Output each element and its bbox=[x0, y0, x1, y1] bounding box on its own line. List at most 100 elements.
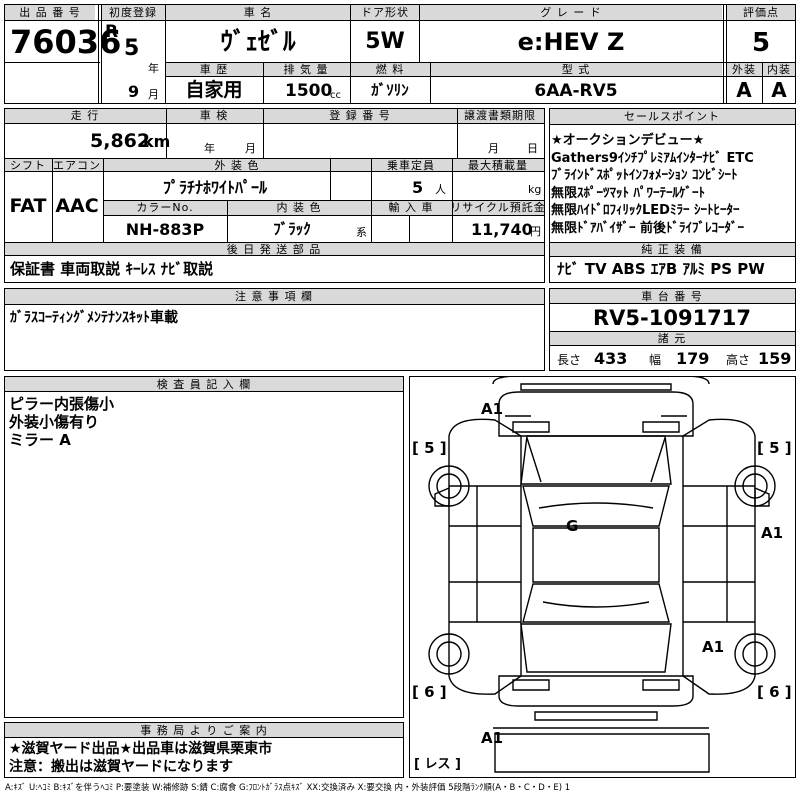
length-label: 長さ bbox=[557, 353, 582, 367]
car-diagram bbox=[428, 376, 776, 773]
notes-box bbox=[4, 288, 545, 371]
model-header: 型 式 bbox=[561, 63, 591, 76]
shift-header: シフト bbox=[10, 159, 46, 172]
int-color-header: 内 装 色 bbox=[276, 201, 322, 214]
first-reg-header: 初度登録 bbox=[109, 6, 157, 19]
transfer-month-unit: 月 bbox=[488, 142, 499, 155]
fuel-header: 燃 料 bbox=[375, 63, 405, 76]
mileage-value: 5,862 bbox=[90, 130, 151, 152]
ext-score-header: 外装 bbox=[732, 63, 756, 76]
office-header: 事 務 局 よ り ご 案 内 bbox=[140, 724, 268, 737]
inspector-notes: ピラー内張傷小 外装小傷有り ミラー A bbox=[9, 395, 114, 449]
car-name: ｳﾞｪｾﾞﾙ bbox=[220, 27, 296, 56]
front-right-tire: [ 5 ] bbox=[757, 439, 792, 457]
int-score-value: A bbox=[771, 78, 787, 102]
ext-color-header: 外 装 色 bbox=[214, 159, 260, 172]
office-notes: ★滋賀ヤード出品★出品車は滋賀県栗東市 注意：搬出は滋賀ヤードになります bbox=[9, 740, 272, 776]
header-block bbox=[4, 4, 796, 104]
inspection-year-unit: 年 bbox=[204, 142, 215, 155]
transfer-deadline-header: 譲渡書類期限 bbox=[464, 109, 536, 122]
height-value: 159 bbox=[758, 349, 792, 368]
displacement-value: 1500 bbox=[285, 81, 333, 101]
capacity-unit: 人 bbox=[435, 183, 446, 196]
chassis-number: RV5-1091717 bbox=[592, 306, 752, 330]
rear-damage-mark: A1 bbox=[702, 638, 725, 656]
office-box bbox=[4, 722, 404, 778]
front-damage-mark: A1 bbox=[481, 400, 504, 418]
sales-points-list: ★オークションデビュー★ Gathers9ｲﾝﾁﾌﾟﾚﾐｱﾑｲﾝﾀｰﾅﾋﾞ ET… bbox=[551, 132, 754, 237]
genuine-equipment-value: ﾅﾋﾞ TV ABS ｴｱB ｱﾙﾐ PS PW bbox=[557, 260, 765, 278]
rear-left-tire: [ 6 ] bbox=[412, 683, 447, 701]
recycle-unit: 円 bbox=[530, 225, 541, 238]
front-left-tire: [ 5 ] bbox=[412, 439, 447, 457]
door-type: 5W bbox=[365, 29, 405, 54]
rear-right-tire: [ 6 ] bbox=[757, 683, 792, 701]
sales-points-header: セールスポイント bbox=[624, 110, 720, 123]
month-unit: 月 bbox=[148, 88, 159, 101]
inspector-note: 外装小傷有り bbox=[9, 413, 100, 431]
capacity-value: 5 bbox=[412, 178, 424, 197]
width-label: 幅 bbox=[649, 353, 662, 367]
era-label: R bbox=[105, 22, 119, 42]
door-type-header: ドア形状 bbox=[361, 6, 409, 19]
recycle-value: 11,740 bbox=[471, 220, 533, 239]
max-load-unit: kg bbox=[528, 183, 542, 196]
transfer-day-unit: 日 bbox=[527, 142, 538, 155]
ext-color-value: ﾌﾟﾗﾁﾅﾎﾜｲﾄﾊﾟｰﾙ bbox=[162, 178, 268, 197]
later-parts-header: 後 日 発 送 部 品 bbox=[226, 243, 322, 256]
ext-score-value: A bbox=[736, 78, 752, 102]
inspection-header: 車 検 bbox=[199, 109, 229, 122]
model-value: 6AA-RV5 bbox=[534, 81, 618, 101]
import-header: 輸 入 車 bbox=[388, 201, 434, 214]
score-value: 5 bbox=[751, 28, 771, 58]
later-parts-value: 保証書 車両取説 ｷｰﾚｽ ﾅﾋﾞ取説 bbox=[10, 260, 214, 278]
sales-point: ﾌﾞﾗｲﾝﾄﾞｽﾎﾟｯﾄｲﾝﾌｫﾒｰｼｮﾝ ｺﾝﾋﾞｼｰﾄ bbox=[551, 168, 738, 183]
car-name-header: 車 名 bbox=[243, 6, 273, 19]
recycle-header: リサイクル預託金 bbox=[450, 201, 546, 214]
year-unit: 年 bbox=[148, 62, 159, 75]
lot-no-header: 出 品 番 号 bbox=[19, 6, 81, 19]
genuine-equipment-header: 純 正 装 備 bbox=[641, 243, 703, 256]
chassis-header: 車 台 番 号 bbox=[641, 290, 703, 303]
width-value: 179 bbox=[676, 349, 710, 368]
roof-glass-mark: G bbox=[566, 517, 579, 535]
reg-no-header: 登 録 番 号 bbox=[329, 109, 391, 122]
inspector-box bbox=[4, 376, 404, 718]
bottom-damage-mark: A1 bbox=[481, 729, 504, 747]
height-label: 高さ bbox=[726, 353, 751, 367]
inspector-note: ピラー内張傷小 bbox=[9, 395, 115, 413]
lot-number: 76036 bbox=[10, 23, 122, 61]
spare-tire: [ レス ] bbox=[414, 757, 461, 772]
max-load-header: 最大積載量 bbox=[468, 159, 528, 172]
office-note: ★滋賀ヤード出品★出品車は滋賀県栗東市 bbox=[9, 741, 273, 757]
fuel-value: ｶﾞｿﾘﾝ bbox=[371, 81, 409, 99]
right-damage-mark: A1 bbox=[761, 524, 784, 542]
later-parts-box bbox=[4, 255, 545, 283]
history-value: 自家用 bbox=[185, 79, 243, 101]
shift-value: FAT bbox=[9, 195, 47, 217]
legend-text: A:ｷｽﾞ U:ﾍｺﾐ B:ｷｽﾞを伴うﾍｺﾐ P:要塗装 W:補修跡 S:錆 … bbox=[5, 783, 571, 793]
capacity-header: 乗車定員 bbox=[387, 159, 435, 172]
first-reg-year: 5 bbox=[124, 36, 140, 61]
sales-point: Gathers9ｲﾝﾁﾌﾟﾚﾐｱﾑｲﾝﾀｰﾅﾋﾞ ETC bbox=[551, 150, 754, 166]
displacement-header: 排 気 量 bbox=[283, 63, 329, 76]
notes-header: 注 意 事 項 欄 bbox=[235, 290, 313, 303]
sales-point: 無限ﾄﾞｱﾊﾞｲｻﾞｰ 前後ﾄﾞﾗｲﾌﾞﾚｺｰﾀﾞｰ bbox=[551, 220, 745, 236]
aircon-header: エアコン bbox=[53, 159, 101, 172]
score-header: 評価点 bbox=[743, 6, 779, 19]
sales-point: 無限ｽﾎﾟｰﾂﾏｯﾄ ﾊﾟﾜｰﾃｰﾙｹﾞｰﾄ bbox=[551, 185, 706, 201]
office-note: 注意：搬出は滋賀ヤードになります bbox=[9, 759, 233, 775]
mileage-unit: km bbox=[143, 132, 171, 151]
int-color-unit: 系 bbox=[356, 226, 367, 239]
int-color-value: ﾌﾞﾗｯｸ bbox=[273, 220, 311, 238]
aircon-value: AAC bbox=[55, 195, 99, 217]
inspection-month-unit: 月 bbox=[245, 142, 256, 155]
sales-point: ★オークションデビュー★ bbox=[551, 133, 705, 148]
mileage-header: 走 行 bbox=[70, 109, 100, 122]
specs-header: 諸 元 bbox=[657, 332, 687, 345]
history-header: 車 歴 bbox=[199, 63, 229, 76]
color-no-value: NH-883P bbox=[125, 220, 205, 239]
length-value: 433 bbox=[594, 349, 628, 368]
sales-point: 無限ﾊｲﾄﾞﾛﾌｨﾘｯｸLEDﾐﾗｰ ｼｰﾄﾋｰﾀｰ bbox=[551, 203, 740, 218]
inspector-header: 検 査 員 記 入 欄 bbox=[156, 378, 252, 391]
